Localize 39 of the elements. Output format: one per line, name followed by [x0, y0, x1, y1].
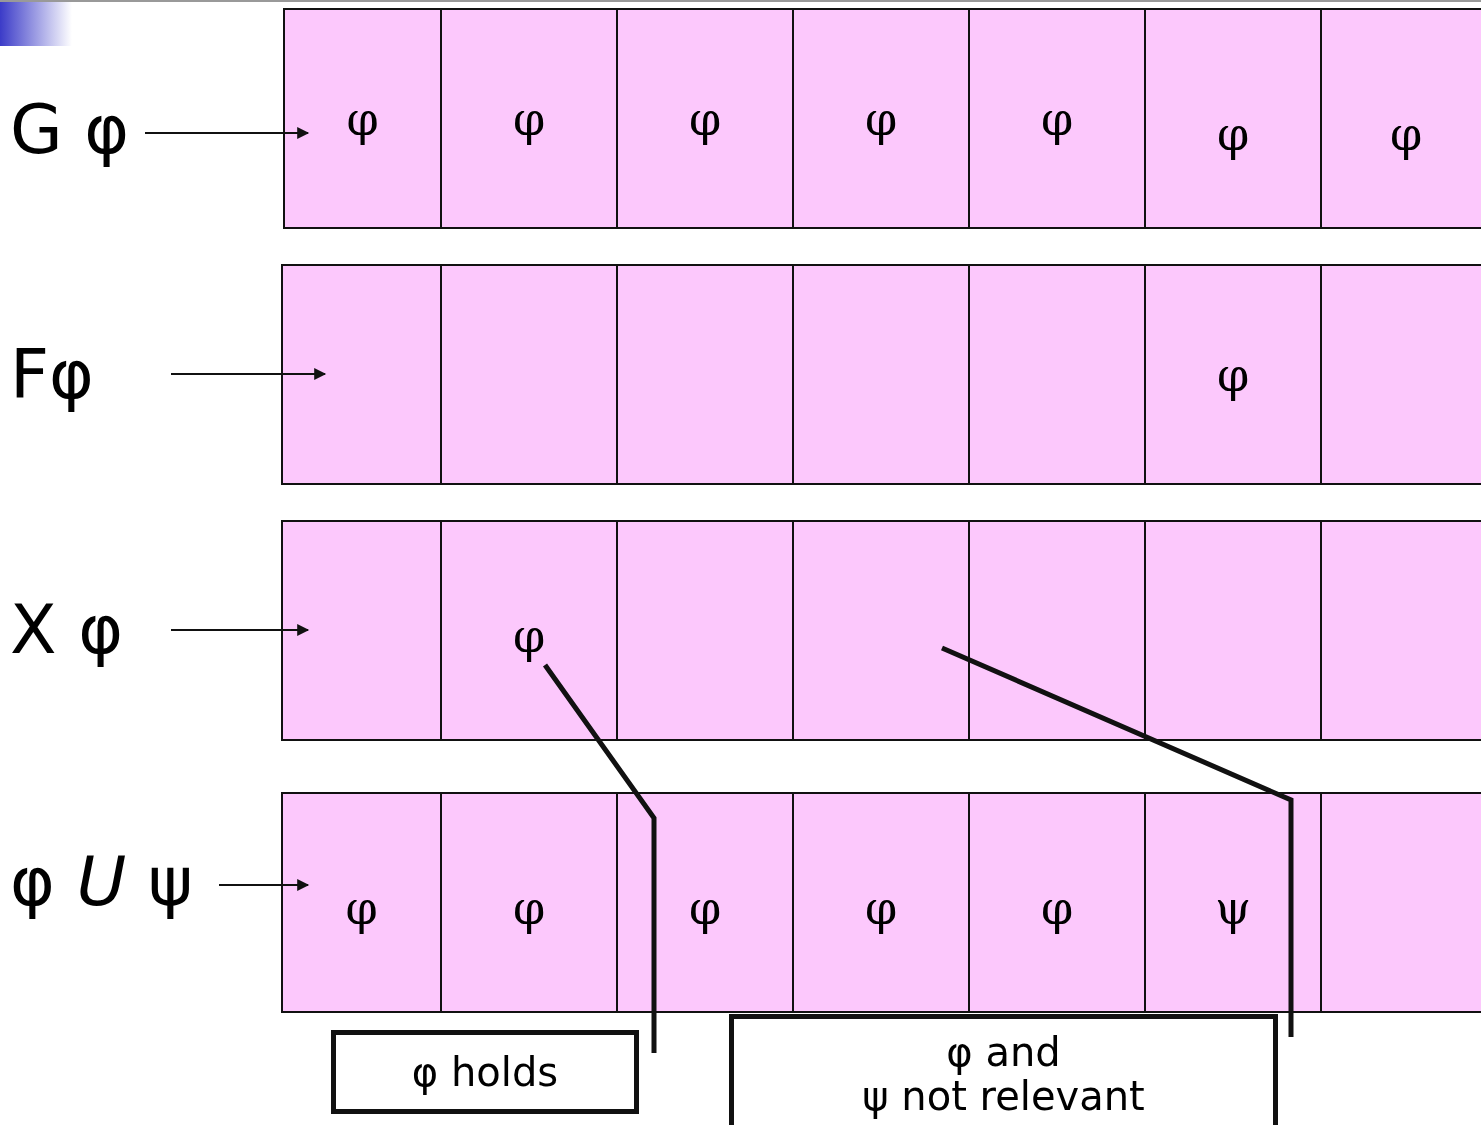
timeline-cell: [792, 792, 970, 1013]
callout-box: [729, 1014, 1278, 1125]
callout-text: φ and: [946, 1030, 1061, 1074]
timeline-cell: [1320, 792, 1481, 1013]
timeline-cell: [1320, 520, 1481, 741]
timeline-cell: [616, 520, 794, 741]
leader-line: [941, 645, 1294, 1037]
callout-box: [331, 1030, 639, 1114]
timeline-cell: [1144, 792, 1322, 1013]
arrow: [144, 127, 310, 139]
timeline-cell: [281, 792, 442, 1013]
arrow: [170, 368, 327, 380]
arrow: [218, 879, 310, 891]
timeline-cell: [616, 264, 794, 485]
timeline-cell: [968, 8, 1146, 229]
timeline-cell: [440, 520, 618, 741]
timeline-cell: [281, 264, 442, 485]
callout-text: φ holds: [411, 1050, 559, 1094]
timeline-cell: [616, 8, 794, 229]
timeline-cell: [968, 520, 1146, 741]
timeline-cell: [283, 8, 442, 229]
timeline-cell: [440, 8, 618, 229]
callout-text: ψ not relevant: [862, 1074, 1145, 1118]
leader-line: [542, 663, 657, 1053]
timeline-cell: [1144, 520, 1322, 741]
timeline-cell: [281, 520, 442, 741]
timeline-cell: [1144, 8, 1322, 229]
timeline-cell: [1144, 264, 1322, 485]
arrow: [170, 624, 310, 636]
timeline-cell: [616, 792, 794, 1013]
timeline-cell: [440, 264, 618, 485]
timeline-cell: [968, 792, 1146, 1013]
timeline-cell: [792, 520, 970, 741]
timeline-cell: [1320, 8, 1481, 229]
timeline-cell: [968, 264, 1146, 485]
timeline-cell: [1320, 264, 1481, 485]
timeline-cell: [792, 8, 970, 229]
timeline-cell: [440, 792, 618, 1013]
timeline-cell: [792, 264, 970, 485]
